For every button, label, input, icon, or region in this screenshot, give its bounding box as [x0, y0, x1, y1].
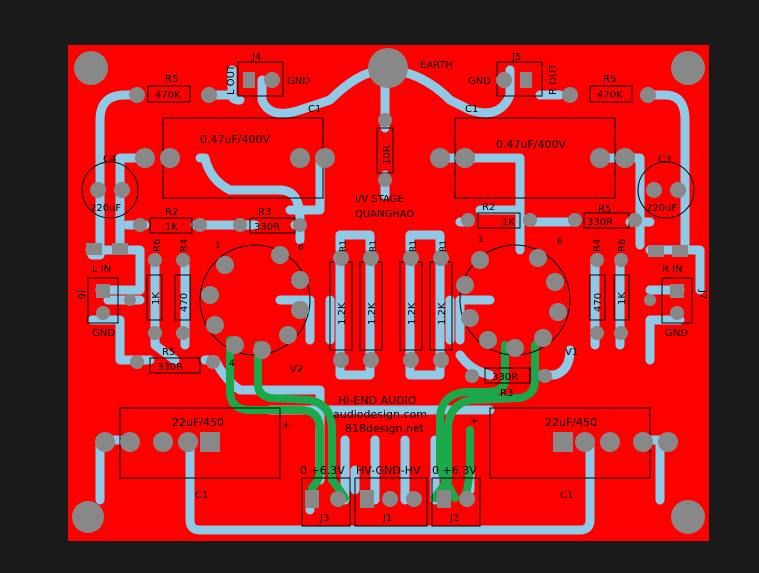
earth-pad [368, 48, 408, 88]
pin6-left: 6 [298, 243, 304, 253]
r1-d: R1 [439, 240, 449, 252]
cap220-right: 220uF [646, 203, 677, 214]
r2-left-label: R2 [165, 207, 178, 218]
c1-top-right: C1 [465, 104, 478, 115]
r5-bottom-label: R5 [162, 347, 175, 358]
silk-text: EARTH J4 J5 GND GND L OUT R OUT R5 R5 47… [75, 52, 708, 524]
r1-a: R1 [339, 240, 349, 252]
r6-right: R6 [617, 239, 628, 252]
plus-left: + [282, 420, 290, 431]
r5-left-label: R5 [165, 74, 178, 85]
r12k-a: 1.2K [337, 302, 348, 325]
cap220-left: 220uF [90, 203, 121, 214]
j3-label: J3 [319, 513, 329, 524]
l-in-label: L IN [92, 264, 111, 275]
hiend-label: HI-END AUDIO [338, 394, 417, 407]
r1-b: R1 [369, 240, 379, 252]
site1-label: audiodesign.com [333, 408, 427, 421]
r6-left: R6 [152, 239, 163, 252]
cap-top-left: 0.47uF/400V [200, 133, 270, 146]
r3-bottom-label: R3 [500, 388, 513, 399]
j2-label: J2 [449, 513, 459, 524]
power-right-label: 0 +6.3V [432, 464, 477, 477]
r10-label: 10R [382, 145, 393, 165]
r4-left: R4 [179, 239, 190, 252]
power-mid-label: HV-GND-HV [356, 464, 421, 477]
c1-bottom-right: C1 [560, 490, 573, 501]
j7-label: J7 [697, 289, 708, 299]
gnd-left-in: GND [92, 328, 115, 339]
r470-vert-left: 470 [179, 293, 190, 312]
mount-hole-br [671, 500, 705, 534]
cap22-right: 22uF/450 [545, 416, 597, 429]
gnd-j5: GND [468, 76, 491, 87]
j1-label: J1 [382, 513, 392, 524]
r330-bottom-right: 330R [492, 372, 518, 383]
r470k-left: 470K [155, 90, 181, 101]
quanghao-label: QUANGHAO [355, 209, 414, 220]
mount-hole-bl [72, 501, 104, 533]
gnd-right-in: GND [665, 328, 688, 339]
gnd-j4: GND [287, 76, 310, 87]
l-out-label: L OUT [226, 64, 237, 95]
r12k-b: 1.2K [367, 302, 378, 325]
r5-right-label: R5 [603, 74, 616, 85]
r-out-label: R OUT [548, 63, 559, 95]
pin1-left: 1 [215, 241, 221, 251]
r4-right: R4 [592, 239, 603, 252]
cap22-left: 22uF/450 [172, 416, 224, 429]
r1k-left: 1K [165, 222, 178, 233]
r470k-right: 470K [597, 90, 623, 101]
c4-label: C4 [103, 154, 116, 165]
pads [72, 48, 705, 534]
c1-top-left: C1 [308, 104, 321, 115]
r12k-c: 1.2K [407, 302, 418, 325]
c1-bottom-left: C1 [195, 490, 208, 501]
earth-label: EARTH [420, 60, 453, 71]
r3-left-label: R3 [258, 207, 271, 218]
pin4-left: 4 [229, 359, 235, 369]
r470-vert-right: 470 [593, 293, 604, 312]
plus-right: + [470, 416, 478, 427]
r330-left: 330R [254, 222, 280, 233]
r330-bottom-left: 330R [157, 362, 183, 373]
j5-label: J5 [511, 52, 521, 63]
r1k-right: 1K [502, 217, 515, 228]
r1k-vert-left: 1K [151, 292, 162, 305]
r5-right-mid-label: R5 [598, 204, 611, 215]
j4-label: J4 [251, 52, 261, 63]
pin1-right: 1 [478, 235, 484, 245]
mount-hole-tr [671, 51, 705, 85]
r330-right: 330R [587, 217, 613, 228]
power-left-label: 0 +6.3V [300, 464, 345, 477]
r1-c: R1 [409, 240, 419, 252]
c3-outline [637, 161, 695, 219]
v1-label: V1 [565, 347, 578, 358]
c3-label: C3 [658, 154, 671, 165]
pin6-right: 6 [557, 237, 563, 247]
r1k-vert-right: 1K [617, 292, 628, 305]
site2-label: 818design.net [345, 422, 425, 435]
cap-top-right: 0.47uF/400V [496, 138, 566, 151]
r12k-d: 1.2K [437, 302, 448, 325]
iv-stage-label: I/V STAGE [355, 194, 404, 205]
v2-label: V2 [290, 364, 303, 375]
mount-hole-tl [74, 51, 108, 85]
r-in-label: R IN [662, 264, 683, 275]
r2-right-label: R2 [482, 202, 495, 213]
j6-label: J6 [75, 289, 86, 299]
c4-outline [81, 161, 139, 219]
